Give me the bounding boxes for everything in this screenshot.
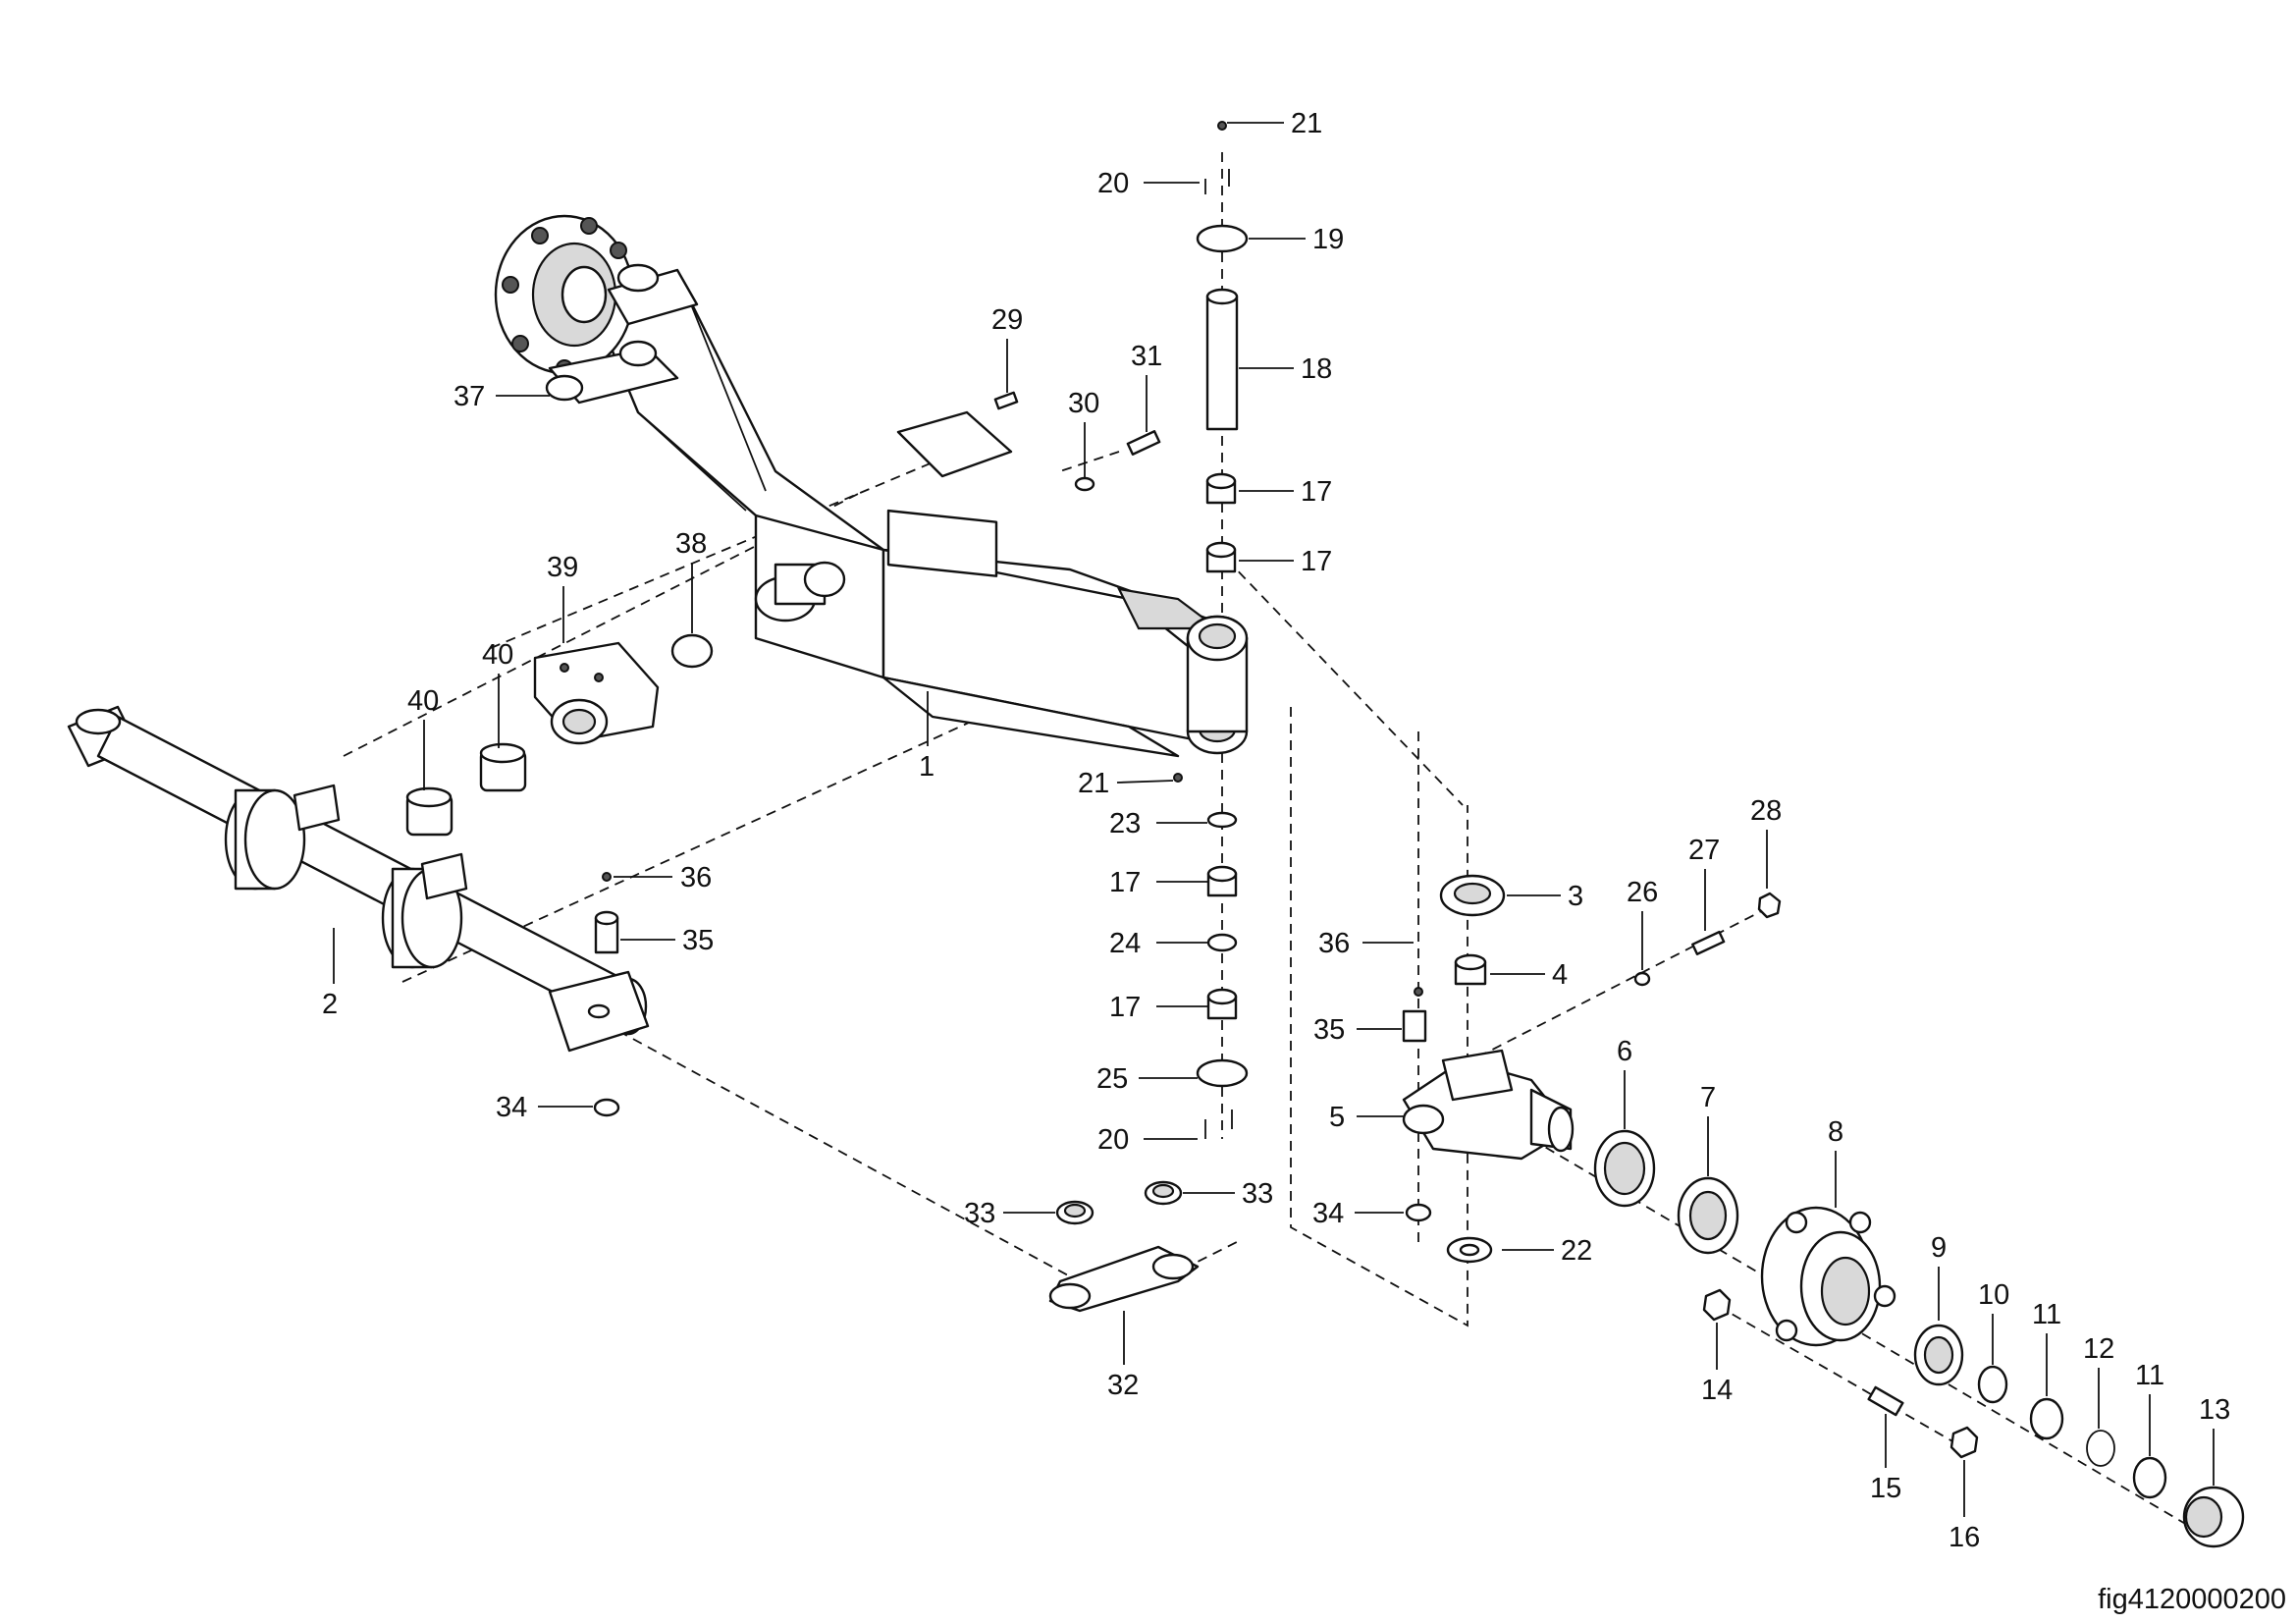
callout-26: 26 [1627, 877, 1658, 908]
callout-28: 28 [1750, 795, 1782, 827]
callout-40-b: 40 [482, 639, 513, 671]
callout-34-left: 34 [496, 1092, 527, 1123]
callout-21-mid: 21 [1078, 768, 1109, 799]
callout-17-c: 17 [1109, 867, 1141, 898]
bearing-9 [1913, 1324, 1964, 1386]
callout-11-b: 11 [2135, 1360, 2164, 1391]
callout-15: 15 [1870, 1473, 1901, 1504]
callout-10: 10 [1978, 1279, 2009, 1311]
arm-bushing-33b [1144, 1180, 1183, 1206]
bearing-7 [1677, 1176, 1739, 1255]
callout-6: 6 [1617, 1036, 1632, 1067]
callout-20-bottom: 20 [1097, 1124, 1129, 1156]
callout-3: 3 [1568, 881, 1583, 912]
shim-22 [1446, 1236, 1493, 1264]
pivot-shaft [67, 705, 650, 1053]
callout-38: 38 [675, 528, 707, 560]
wheel-stud-15 [1867, 1385, 1904, 1417]
callout-5: 5 [1329, 1102, 1345, 1133]
lock-ring-12 [2086, 1430, 2115, 1467]
callout-4: 4 [1552, 959, 1568, 991]
left-pin-stack [593, 872, 620, 1117]
nut-11b [2132, 1456, 2167, 1499]
callout-21-top: 21 [1291, 108, 1322, 139]
callout-2: 2 [322, 989, 338, 1020]
callout-35-right: 35 [1313, 1014, 1345, 1046]
arm-bushing-33a [1055, 1200, 1095, 1225]
bushing-40b [479, 742, 527, 792]
callout-11-a: 11 [2032, 1299, 2061, 1330]
steering-knuckle [1402, 874, 1575, 1161]
seal-ring-38 [670, 633, 714, 669]
callout-33-right: 33 [1242, 1178, 1273, 1210]
callout-22: 22 [1561, 1235, 1592, 1267]
callout-19: 19 [1312, 224, 1344, 255]
steering-arm [1048, 1245, 1200, 1313]
washer-10 [1977, 1365, 2008, 1404]
callout-25: 25 [1096, 1063, 1128, 1095]
callout-32: 32 [1107, 1370, 1139, 1401]
callout-17-a: 17 [1301, 476, 1332, 508]
callout-14: 14 [1701, 1375, 1733, 1406]
retaining-ring-34 [1405, 1203, 1432, 1222]
nut-11a [2029, 1397, 2064, 1440]
callout-17-d: 17 [1109, 992, 1141, 1023]
callout-30: 30 [1068, 388, 1099, 419]
bolt-group [993, 391, 1161, 492]
hub-cap-13 [2182, 1486, 2245, 1548]
callout-34-right: 34 [1312, 1198, 1344, 1229]
callout-20-top: 20 [1097, 168, 1129, 199]
callout-7: 7 [1700, 1082, 1716, 1113]
callout-31: 31 [1131, 341, 1162, 372]
callout-12: 12 [2083, 1333, 2114, 1365]
kingpin-stack [1173, 121, 1249, 1139]
callout-8: 8 [1828, 1116, 1843, 1148]
callout-17-b: 17 [1301, 546, 1332, 577]
callout-18: 18 [1301, 353, 1332, 385]
figure-id-label: fig4120000200 [2098, 1584, 2286, 1615]
callout-27: 27 [1688, 835, 1720, 866]
callout-13: 13 [2199, 1394, 2230, 1426]
callout-35-left: 35 [682, 925, 714, 956]
callout-16: 16 [1949, 1522, 1980, 1553]
callout-40-a: 40 [407, 685, 439, 717]
callout-33-left: 33 [964, 1198, 995, 1229]
callout-9: 9 [1931, 1232, 1947, 1264]
bushing-40a [405, 786, 454, 837]
callout-39: 39 [547, 552, 578, 583]
pivot-bracket [533, 641, 660, 745]
callout-1: 1 [919, 751, 934, 783]
axle-beam [587, 293, 1249, 758]
wheel-nut-16 [1949, 1426, 1979, 1459]
callout-36-right: 36 [1318, 928, 1350, 959]
left-hub-assembly [494, 214, 699, 405]
callout-29: 29 [991, 304, 1023, 336]
wheel-hub-8 [1760, 1206, 1896, 1347]
wheel-nut-14 [1702, 1288, 1732, 1322]
tie-rod-parts [1633, 892, 1782, 987]
callouts: 21 20 19 29 31 18 30 37 17 17 39 38 40 4… [322, 108, 2230, 1553]
callout-23: 23 [1109, 808, 1141, 839]
callout-36-left: 36 [680, 862, 712, 893]
callout-37: 37 [454, 381, 485, 412]
callout-24: 24 [1109, 928, 1141, 959]
seal-6 [1593, 1129, 1656, 1208]
